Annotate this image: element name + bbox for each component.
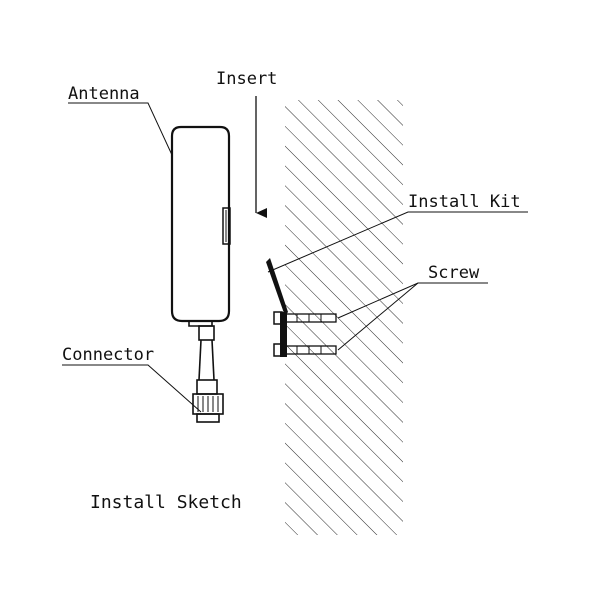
insert-label: Insert bbox=[216, 69, 277, 89]
screw-lower bbox=[273, 343, 337, 357]
install-kit-leader bbox=[267, 211, 528, 273]
screw-leader-lower bbox=[337, 282, 419, 351]
connector-label: Connector bbox=[62, 345, 154, 365]
cable bbox=[198, 325, 215, 381]
screw-label: Screw bbox=[428, 263, 480, 283]
connector bbox=[192, 379, 224, 423]
connector-leader bbox=[62, 364, 202, 413]
antenna-label: Antenna bbox=[68, 84, 140, 104]
install-kit-label: Install Kit bbox=[408, 192, 521, 212]
antenna-body bbox=[170, 125, 231, 327]
wall bbox=[285, 100, 403, 535]
antenna-leader bbox=[68, 102, 173, 156]
diagram-caption: Install Sketch bbox=[90, 492, 242, 513]
screw-upper bbox=[273, 311, 337, 325]
install-kit-bracket bbox=[266, 258, 288, 357]
